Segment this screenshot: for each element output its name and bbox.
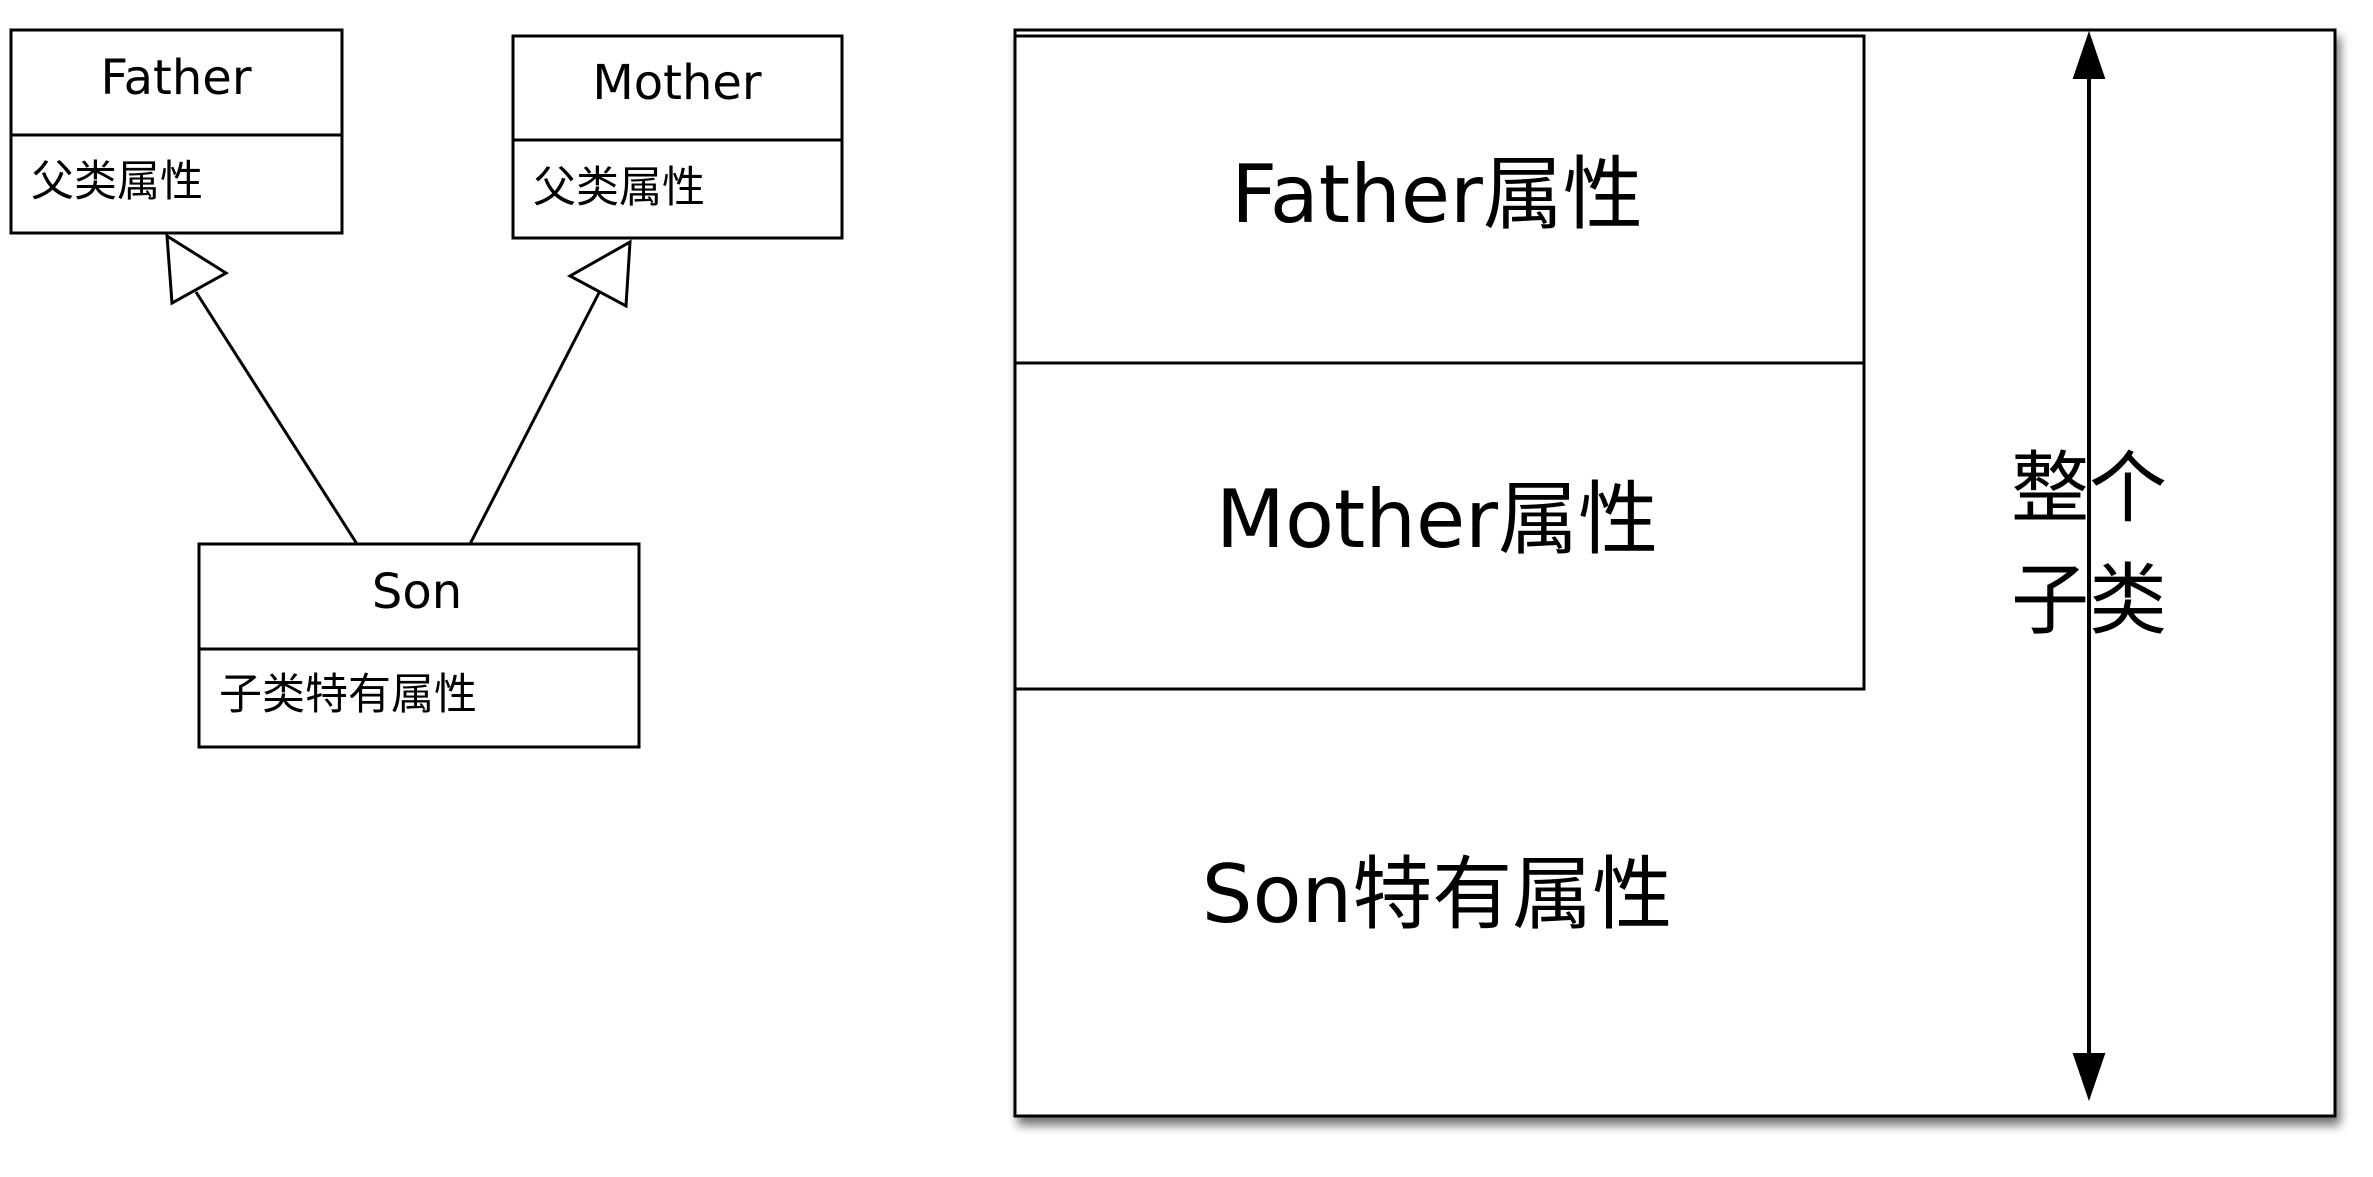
whole-subclass-arrow (2072, 30, 2106, 1102)
whole-subclass-label-line2: 子类 (2011, 556, 2167, 646)
mother-class-attr: 父类属性 (533, 163, 705, 213)
father-class-attr: 父类属性 (31, 157, 203, 207)
mother-attributes-block: Mother属性 (1013, 361, 1866, 691)
mother-class-name: Mother (592, 55, 762, 111)
mother-class-box: Mother 父类属性 (511, 34, 844, 240)
father-class-box: Father 父类属性 (9, 28, 344, 235)
father-attributes-block: Father属性 (1013, 34, 1866, 365)
son-to-mother-arrow (468, 239, 632, 545)
father-class-name: Father (100, 50, 251, 106)
son-to-father-arrow (165, 233, 359, 545)
whole-subclass-label-line1: 整个 (2011, 444, 2167, 534)
son-class-attr: 子类特有属性 (219, 670, 477, 720)
mother-attributes-label: Mother属性 (1216, 473, 1658, 566)
son-attributes-label: Son特有属性 (1202, 848, 1672, 941)
son-class-box: Son 子类特有属性 (197, 542, 641, 749)
father-attributes-label: Father属性 (1231, 148, 1643, 241)
son-class-name: Son (372, 564, 462, 620)
